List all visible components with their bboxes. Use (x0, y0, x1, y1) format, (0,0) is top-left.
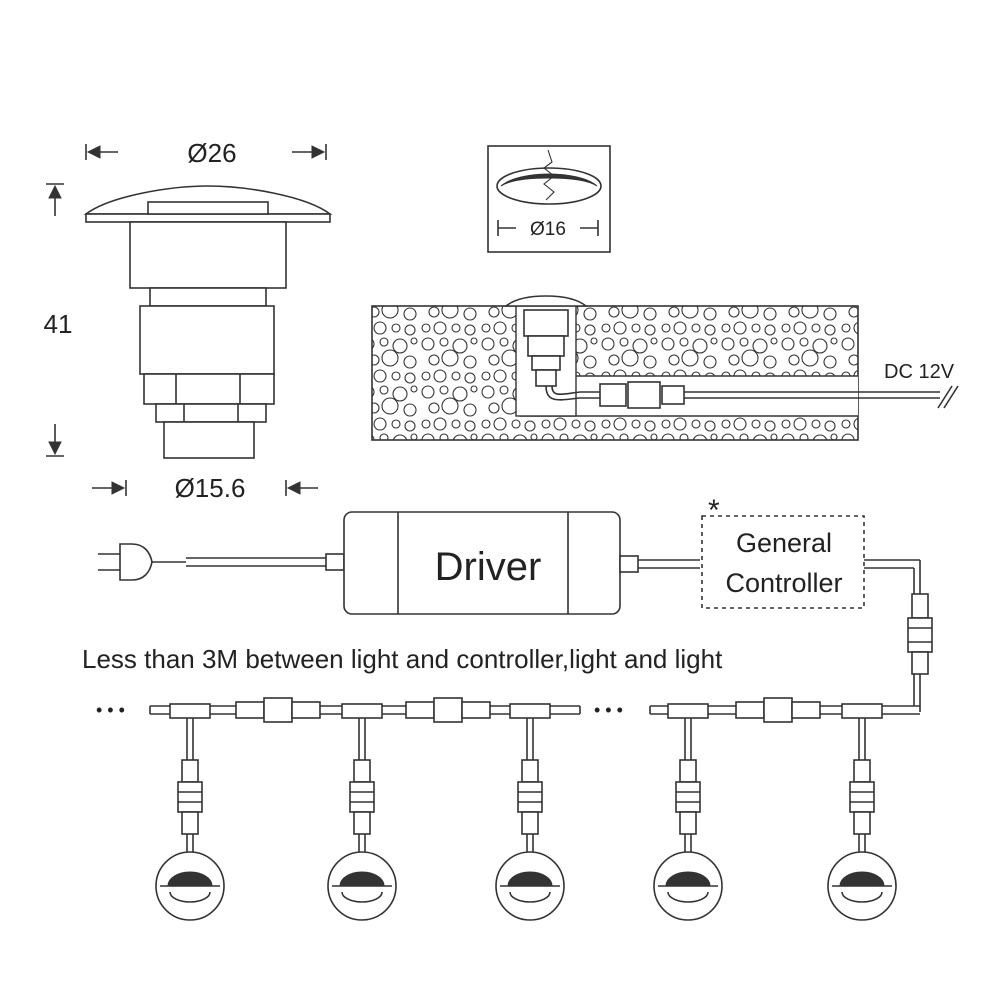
power-label: DC 12V (884, 361, 955, 383)
lamp-side-view (83, 185, 333, 459)
light-unit-2 (327, 703, 397, 921)
top-width-arrows (85, 144, 327, 160)
power-plug (98, 543, 345, 581)
height-label: 41 (44, 309, 73, 339)
top-diameter-label: Ø26 (187, 138, 236, 168)
light-unit-1 (155, 703, 225, 921)
hole-inset: Ø16 (487, 145, 611, 253)
light-chain: • • • • • • (96, 697, 920, 921)
light-unit-3 (495, 703, 565, 921)
inline-connector (405, 697, 491, 723)
controller-marker: * (708, 494, 720, 527)
installation-section: DC 12V (371, 295, 959, 441)
hole-diameter-label: Ø16 (530, 219, 566, 240)
driver-label: Driver (435, 545, 542, 589)
bottom-diameter-label: Ø15.6 (175, 473, 246, 503)
bottom-width-arrows (92, 480, 318, 496)
controller-line2: Controller (725, 568, 842, 598)
general-controller: * General Controller (701, 494, 933, 712)
height-arrows (46, 183, 64, 457)
light-unit-5 (827, 703, 897, 921)
driver-box: Driver (343, 511, 700, 615)
dimension-drawing: Ø26 41 (44, 138, 333, 503)
chain-ellipsis-mid: • • • (594, 700, 623, 720)
light-unit-4 (653, 703, 723, 921)
ground-section (371, 305, 859, 441)
inline-connector (735, 697, 821, 723)
controller-line1: General (736, 528, 832, 558)
distance-note: Less than 3M between light and controlle… (82, 644, 723, 674)
inline-connector (235, 697, 321, 723)
chain-ellipsis-left: • • • (96, 700, 125, 720)
